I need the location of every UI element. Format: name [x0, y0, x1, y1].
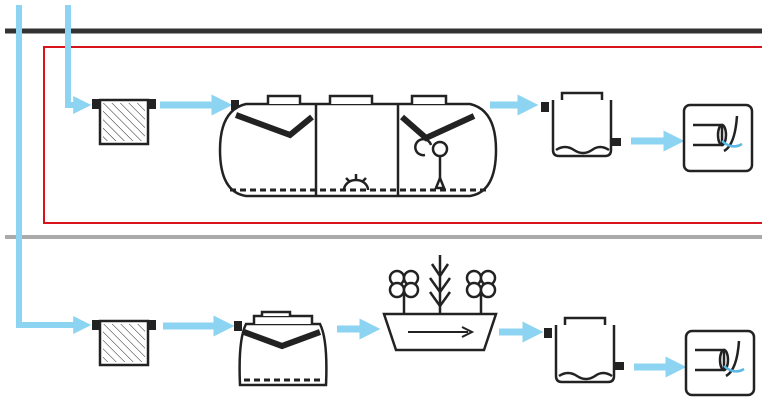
filter-icon [92, 98, 156, 146]
outlet-icon [682, 103, 754, 173]
inflow-pipes [16, 5, 92, 334]
flower-icon [388, 269, 420, 314]
clarifier-icon [544, 316, 624, 384]
reed-icon [428, 255, 452, 314]
system-boundary-upper [43, 46, 762, 224]
clarifier-icon [541, 91, 621, 158]
outlet-icon [684, 329, 756, 397]
filter-icon [92, 319, 156, 367]
septic-tank-icon [218, 94, 498, 198]
septic-tank-icon [234, 310, 328, 387]
planted-filter-bed-icon [382, 255, 498, 352]
flower-icon [465, 269, 497, 314]
